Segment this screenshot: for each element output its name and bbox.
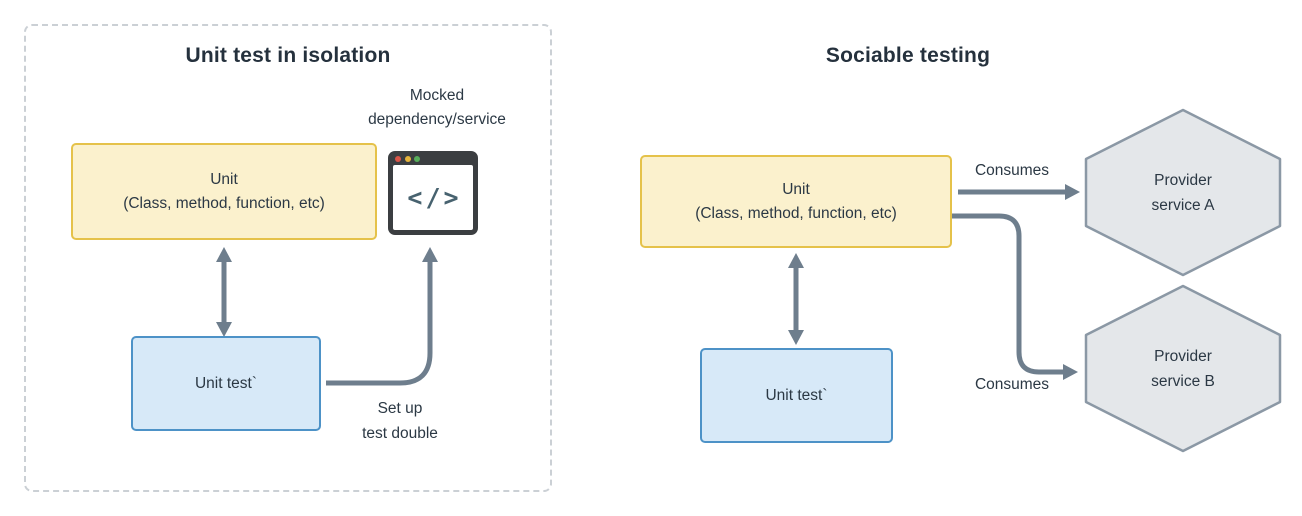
setup-test-double-label: Set up test double [320,396,480,446]
mocked-dependency-label-line2: dependency/service [368,111,506,128]
provider-service-b-line1: Provider [1154,348,1212,365]
left-unit-box: Unit (Class, method, function, etc) [71,143,377,240]
left-setup-arrow-head-up [422,247,438,262]
right-consumes-b-arrow-head [1063,364,1078,380]
window-minimize-dot-icon [404,156,411,162]
code-window-icon: </> [388,151,478,235]
right-unit-box-line2: (Class, method, function, etc) [695,204,897,222]
right-unit-test-label: Unit test` [765,386,828,404]
provider-service-b-line2: service B [1151,373,1215,390]
left-unit-test-label: Unit test` [194,374,257,392]
right-panel-title: Sociable testing [825,44,991,67]
provider-service-b-label: Provider service B [1103,344,1263,394]
left-panel-title: Unit test in isolation [185,44,391,67]
provider-service-a-label: Provider service A [1103,168,1263,218]
left-setup-test-double-connector [326,261,433,386]
provider-service-a-line2: service A [1151,197,1215,214]
provider-service-a-hexagon [1084,108,1282,277]
setup-test-double-label-line1: Set up [377,400,423,417]
left-double-arrow-head-down [216,322,232,337]
mocked-dependency-label: Mocked dependency/service [327,84,547,132]
right-unit-box: Unit (Class, method, function, etc) [640,155,952,248]
window-maximize-dot-icon [414,156,420,162]
left-double-arrow-head-up [216,247,232,262]
right-unit-test-box: Unit test` [700,348,893,443]
code-window-screen: </> [393,165,473,230]
provider-service-a-line1: Provider [1154,172,1212,189]
left-unit-box-line2: (Class, method, function, etc) [123,194,325,212]
right-double-arrow-head-down [788,330,804,345]
window-buttons [395,156,420,162]
consumes-label-bottom: Consumes [974,376,1050,393]
right-consumes-b-connector [952,213,1064,375]
left-unit-box-line1: Unit [210,170,238,188]
isolation-panel-border [24,24,552,492]
mocked-dependency-label-line1: Mocked [409,87,465,104]
right-double-arrow-head-up [788,253,804,268]
provider-service-b-hexagon [1084,284,1282,453]
window-close-dot-icon [395,156,401,162]
code-brackets-icon: </> [407,183,462,212]
setup-test-double-label-line2: test double [362,425,438,442]
left-unit-test-box: Unit test` [131,336,321,431]
right-consumes-a-arrow-head [1065,184,1080,200]
consumes-label-top: Consumes [974,162,1050,179]
right-unit-box-line1: Unit [782,180,810,198]
